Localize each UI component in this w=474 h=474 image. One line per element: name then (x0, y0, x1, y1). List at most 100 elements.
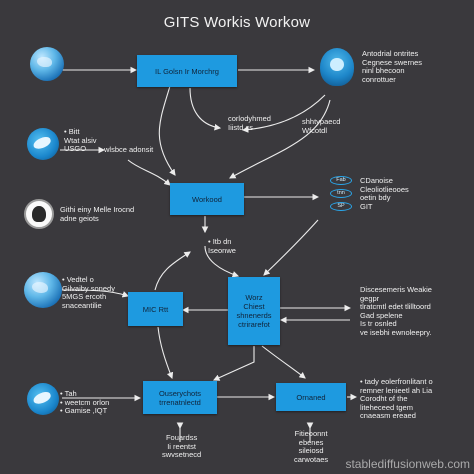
label-right-mid: CDanoise Cleoliotlieooes oetin bdy GIT (360, 176, 409, 211)
label-line: ve isebhi ewnoleepry. (360, 327, 432, 337)
label-line: USGO (64, 144, 87, 153)
label-line: carwotaes (294, 454, 329, 464)
label-line: • Gamise ,IQT (60, 406, 108, 415)
label-line: oetin bdy (360, 193, 391, 202)
label-line: conrottuer (362, 74, 396, 84)
label-left-top: • Bitt Wtat alsiv USGO (64, 127, 97, 154)
label-line: Fouardss (165, 433, 198, 442)
arrow-hub-to-center (204, 245, 240, 278)
label-line: Discesemeris Weakie (360, 285, 432, 294)
user-avatar-icon (24, 199, 54, 229)
label-line: tlratcmtl edet tlilltoord (360, 302, 431, 311)
label-line: GIT (360, 201, 373, 211)
box-bottom-left: Ouserychots trrenatnlectd (143, 381, 217, 414)
box-workood: Workood (170, 183, 244, 215)
box-center-line-4: ctrirarefot (238, 320, 270, 329)
label-line: • tady eolerfronlitant o (360, 377, 433, 386)
label-line: Gilvaiby sonedy (62, 283, 115, 293)
box-bottom-left-line-1: Ouserychots (158, 388, 202, 398)
label-line: adne geiots (60, 213, 99, 223)
ring-label-1: Fab (330, 176, 352, 185)
label-right-lower: Discesemeris Weakie gegpr tlratcmtl edet… (360, 285, 432, 337)
label-line: sileiosd (298, 446, 324, 455)
label-line: Wfcotdl (302, 125, 328, 135)
box-center-line-2: Chiest (243, 302, 265, 311)
arrow-hub-to-workood (127, 159, 171, 186)
label-line: cnaeasm ereaed (360, 411, 416, 420)
label-line: Iseonwe (208, 245, 236, 255)
label-left-lower: • Vedtel o Gilvaiby sonedy 5MGS ercoth s… (62, 275, 115, 310)
arrow-octo-down (229, 99, 331, 179)
arrow-globe-to-mic (61, 289, 130, 298)
label-line: ninl bhecoon (362, 66, 405, 75)
octopus-icon (320, 48, 354, 86)
label-line: • Tah (60, 389, 77, 398)
ring-label-2: tnn (330, 189, 352, 198)
arrow-mic-down (157, 326, 174, 380)
bird-icon (27, 383, 59, 415)
label-line: Corodht of the (360, 394, 408, 403)
label-line: 5MGS ercoth (62, 292, 107, 301)
label-line: snaceantilie (62, 300, 102, 310)
arrow-top-down-mid (189, 87, 222, 131)
box-workood-line: Workood (192, 194, 222, 204)
label-left-mid: Githi einy Melle Irocnd adne geiots (60, 205, 135, 223)
label-right-top: Antodrial ontrites Cegnese swernes ninl … (362, 49, 423, 84)
label-line: • Vedtel o (62, 275, 94, 284)
ring-label-3: SP (330, 202, 352, 211)
box-center-line-1: Worz (245, 293, 263, 302)
arrow-octo-to-center (241, 94, 326, 133)
box-bottom-right: Ornaned (276, 383, 346, 411)
label-line: shhtypaecd (302, 117, 341, 126)
label-line: Cegnese swernes (362, 57, 423, 67)
label-under-workood: • Itb dn Iseonwe (208, 237, 236, 255)
label-line: Antodrial ontrites (362, 49, 419, 58)
box-bottom-right-line: Ornaned (296, 392, 326, 402)
label-line: Ii reentst (167, 441, 196, 451)
label-line: Fitieoonnt (294, 429, 328, 438)
box-center: Worz Chiest shnenerds ctrirarefot (228, 277, 280, 345)
arrow-top-down-left (158, 85, 176, 176)
globe-icon (30, 47, 64, 81)
label-line: wlsbce adonsit (104, 145, 154, 154)
label-line: gegpr (360, 293, 380, 303)
label-line: Githi einy Melle Irocnd (60, 205, 135, 214)
diagram-title: GITS Workis Workow (163, 14, 311, 31)
label-mid-top-left: corlodyhmed Iiistd cs (228, 114, 271, 132)
label-line: • weetcm orlon (60, 397, 110, 407)
label-line: swvsetnecd (162, 450, 202, 459)
label-arrow-hub: wlsbce adonsit (104, 145, 154, 155)
box-mic: MIC Rtt (128, 292, 183, 326)
label-line: remner lenieetl ah Lia (360, 385, 433, 395)
label-right-bottom: • tady eolerfronlitant o remner lenieetl… (360, 377, 433, 421)
label-below-left: Fouardss Ii reentst swvsetnecd (162, 433, 202, 460)
label-line: ebenes (298, 437, 324, 447)
box-mic-line: MIC Rtt (142, 304, 169, 314)
box-top: IL Golsn Ir Morchrg (137, 55, 237, 87)
label-mid-top-right: shhtypaecd Wfcotdl (302, 117, 341, 135)
box-center-line-3: shnenerds (236, 311, 272, 320)
label-line: Is tr osnled (360, 319, 397, 328)
label-left-bottom: • Tah • weetcm orlon • Gamise ,IQT (60, 389, 110, 416)
watermark: stablediffusionweb.com (345, 457, 470, 471)
label-line: Gad spelene (360, 310, 403, 320)
label-line: • Itb dn (208, 237, 232, 246)
arrow-center-to-bottom-right (261, 345, 306, 379)
label-line: Wtat alsiv (64, 135, 97, 145)
box-bottom-left-line-2: trrenatnlectd (159, 397, 201, 407)
globe-icon (24, 272, 62, 308)
label-line: CDanoise (360, 176, 393, 185)
label-below-right: Fitieoonnt ebenes sileiosd carwotaes (294, 429, 329, 464)
label-line: corlodyhmed (228, 114, 271, 123)
arrow-right-to-center (263, 219, 319, 276)
bird-icon (27, 128, 59, 160)
label-line: Iiistd cs (228, 122, 254, 132)
arrow-center-down (212, 346, 255, 381)
label-line: • Bitt (64, 127, 80, 136)
box-top-line: IL Golsn Ir Morchrg (155, 66, 219, 76)
label-line: Cleoliotlieooes (360, 184, 409, 194)
label-line: liteheceed tgem (360, 402, 413, 412)
arrow-mic-up (154, 251, 191, 291)
